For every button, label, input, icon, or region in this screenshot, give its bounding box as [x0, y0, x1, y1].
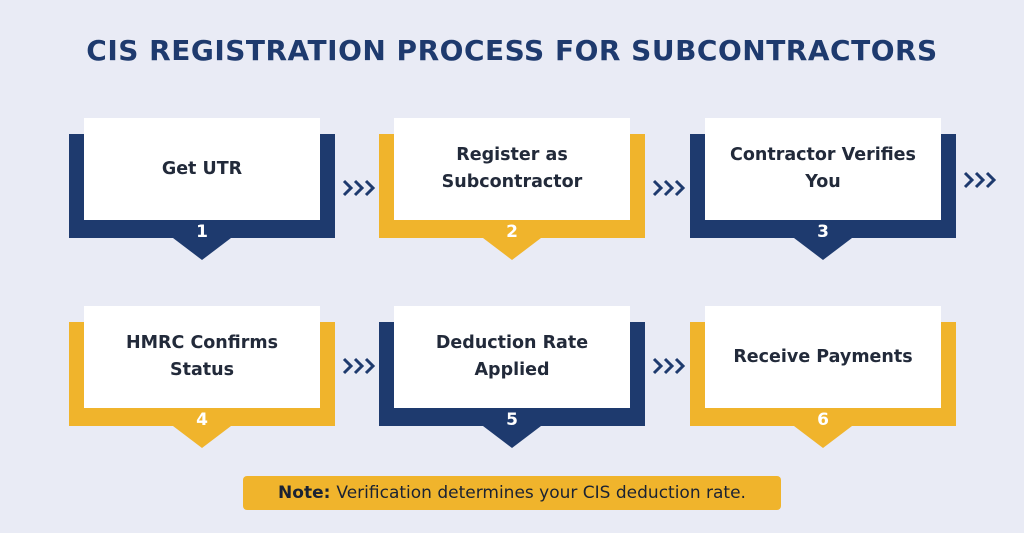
step-4: 4 HMRC Confirms Status	[69, 306, 335, 448]
step-number: 5	[506, 410, 518, 430]
note-banner: Note: Verification determines your CIS d…	[243, 476, 781, 510]
step-label: Deduction Rate Applied	[394, 306, 630, 408]
triple-chevron-right-icon	[341, 356, 381, 376]
step-1: 1 Get UTR	[69, 118, 335, 260]
triple-chevron-right-icon	[651, 178, 691, 198]
step-pointer	[173, 238, 231, 260]
step-number: 3	[817, 222, 829, 242]
step-label: Receive Payments	[705, 306, 941, 408]
step-number: 1	[196, 222, 208, 242]
step-label: Contractor Verifies You	[705, 118, 941, 220]
step-label: Get UTR	[84, 118, 320, 220]
step-number: 4	[196, 410, 208, 430]
step-5: 5 Deduction Rate Applied	[379, 306, 645, 448]
step-label: Register as Subcontractor	[394, 118, 630, 220]
note-label: Note:	[278, 483, 331, 503]
step-pointer	[794, 238, 852, 260]
step-6: 6 Receive Payments	[690, 306, 956, 448]
triple-chevron-right-icon	[962, 170, 1002, 190]
step-pointer	[173, 426, 231, 448]
step-number: 2	[506, 222, 518, 242]
step-label: HMRC Confirms Status	[84, 306, 320, 408]
step-pointer	[483, 238, 541, 260]
triple-chevron-right-icon	[341, 178, 381, 198]
step-2: 2 Register as Subcontractor	[379, 118, 645, 260]
note-text: Verification determines your CIS deducti…	[336, 483, 746, 503]
step-pointer	[794, 426, 852, 448]
step-number: 6	[817, 410, 829, 430]
step-pointer	[483, 426, 541, 448]
triple-chevron-right-icon	[651, 356, 691, 376]
step-3: 3 Contractor Verifies You	[690, 118, 956, 260]
page-title: CIS REGISTRATION PROCESS FOR SUBCONTRACT…	[86, 34, 938, 67]
